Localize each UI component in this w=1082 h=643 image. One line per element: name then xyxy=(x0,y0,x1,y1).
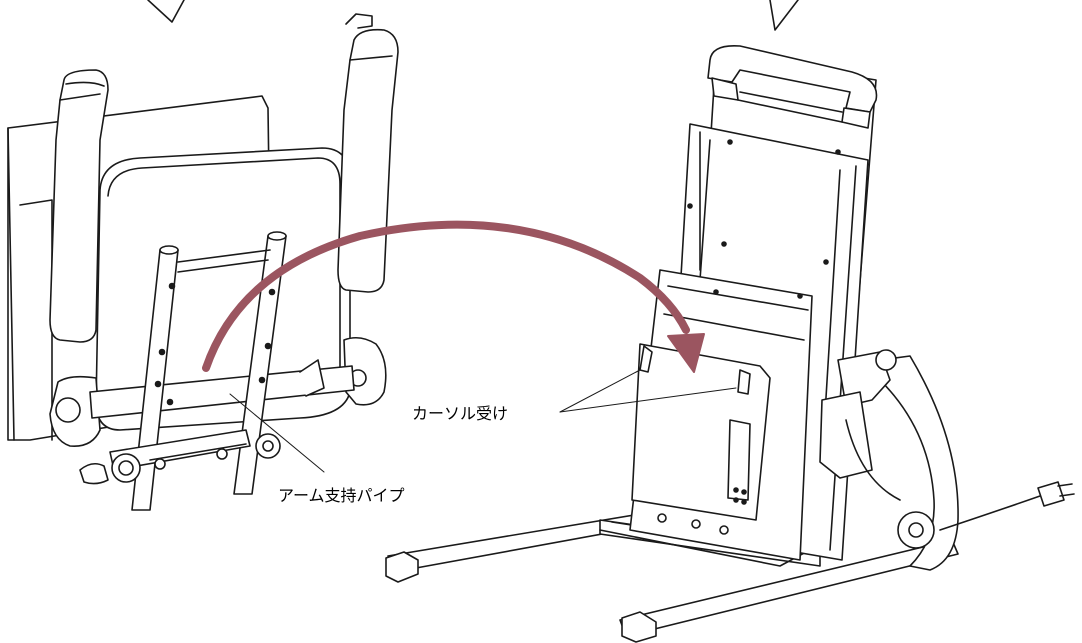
stand-assembly xyxy=(385,44,1075,643)
armrest-right xyxy=(337,28,399,293)
label-arm-support-pipe: アーム支持パイプ xyxy=(278,486,405,505)
power-plug xyxy=(1037,481,1065,507)
power-cord xyxy=(939,495,1041,531)
leader-pipe xyxy=(229,393,325,473)
top-pointer-left xyxy=(147,0,185,23)
armrest-left xyxy=(49,69,109,343)
base-foot-front xyxy=(621,611,657,643)
leader-cursor-2 xyxy=(559,387,737,413)
movement-arrow xyxy=(202,220,705,373)
label-cursor-holder: カーソル受け xyxy=(412,404,509,423)
leader-cursor-1 xyxy=(559,369,641,413)
top-pointer-right xyxy=(769,0,799,31)
arrow-head xyxy=(667,333,705,373)
top-handle xyxy=(707,44,878,113)
rear-support-arm xyxy=(879,355,959,571)
chair-assembly xyxy=(7,13,399,511)
leader-lines xyxy=(229,369,737,473)
base-foot-back xyxy=(385,551,419,583)
